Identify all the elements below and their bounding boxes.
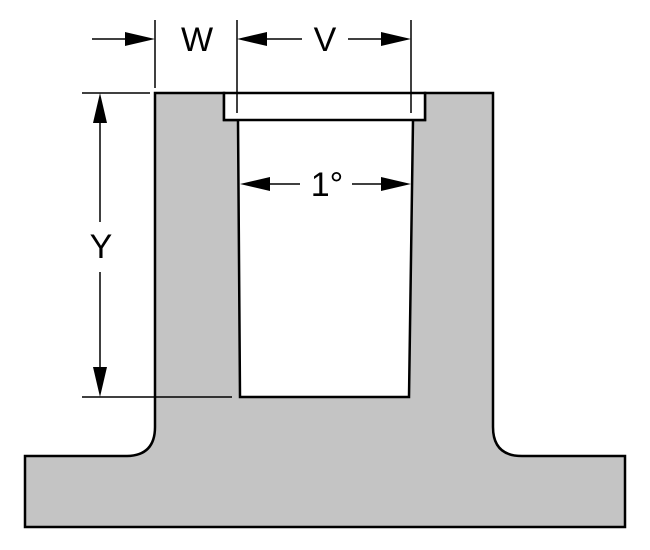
part-body bbox=[23, 91, 627, 529]
label-w: W bbox=[181, 21, 213, 59]
label-draft-angle: 1° bbox=[311, 166, 344, 204]
v-arrowhead-right bbox=[381, 32, 411, 46]
w-arrowhead-left bbox=[125, 32, 155, 46]
label-v: V bbox=[314, 21, 337, 59]
angle-arrowhead-right bbox=[381, 177, 411, 191]
y-arrowhead-bottom bbox=[93, 367, 107, 397]
hole-lip bbox=[222, 91, 427, 122]
y-arrowhead-top bbox=[93, 93, 107, 123]
label-y: Y bbox=[90, 228, 113, 266]
angle-arrowhead-left bbox=[240, 177, 270, 191]
